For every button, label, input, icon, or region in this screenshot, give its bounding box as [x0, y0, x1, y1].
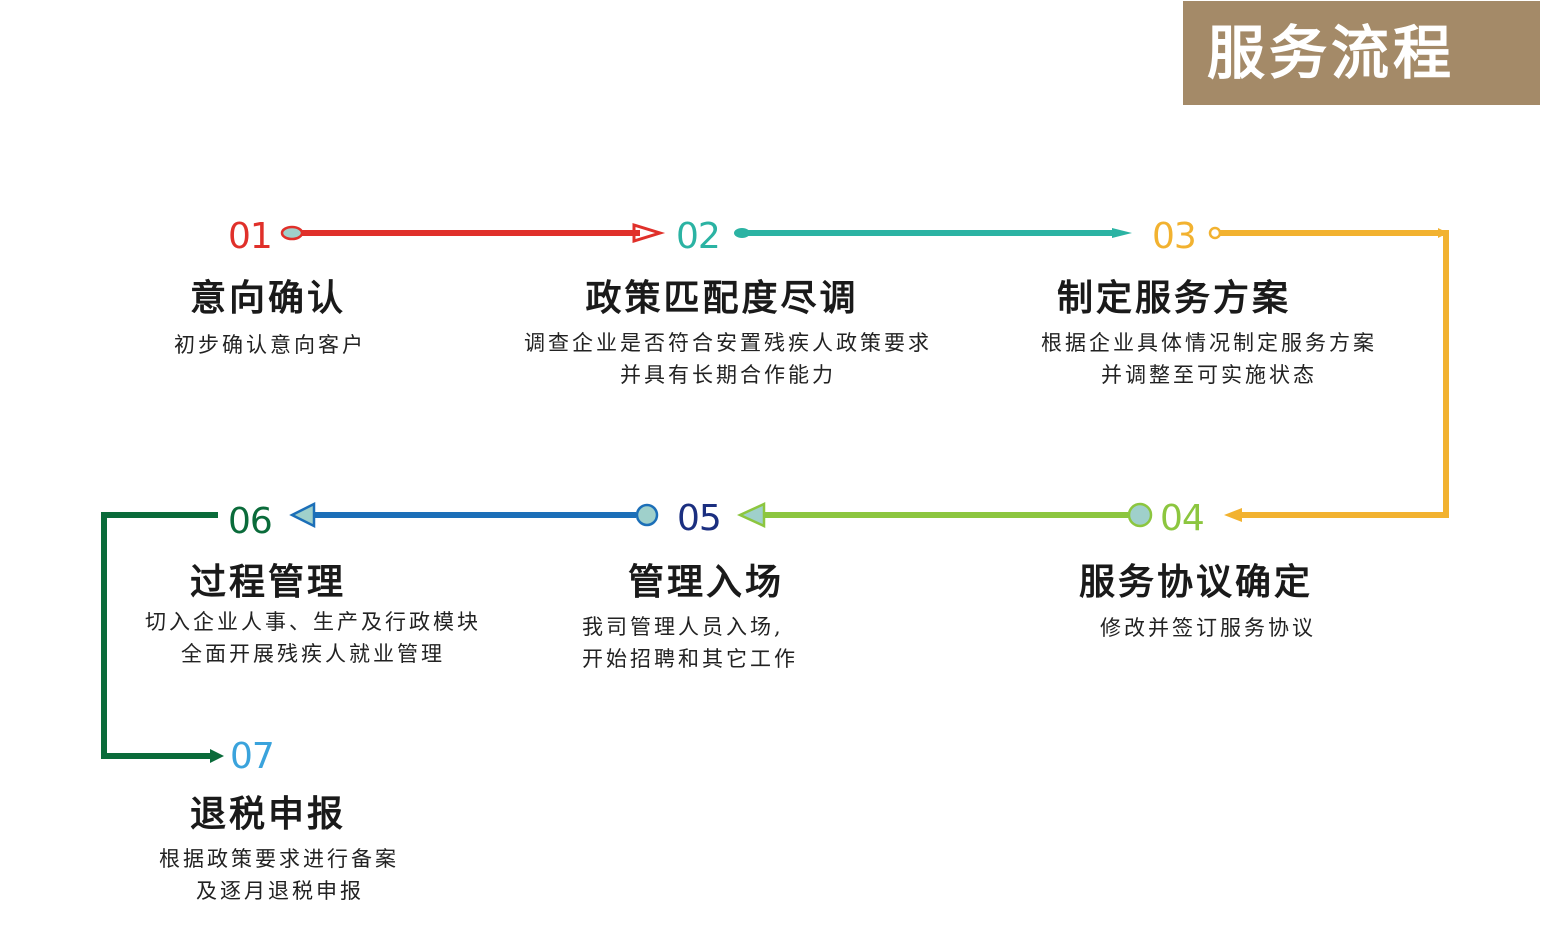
- page-title: 服务流程: [1207, 19, 1456, 87]
- arrow-05-06: [289, 501, 659, 529]
- step-desc-07-line1: 根据政策要求进行备案: [159, 847, 399, 871]
- step-number-06: 06: [228, 501, 273, 542]
- step-title-05: 管理入场: [627, 561, 784, 603]
- step-desc-06-line2: 全面开展残疾人就业管理: [181, 642, 445, 666]
- step-desc-03-line1: 根据企业具体情况制定服务方案: [1041, 331, 1377, 355]
- step-desc-07-line2: 及逐月退税申报: [196, 879, 364, 903]
- step-title-02: 政策匹配度尽调: [585, 277, 859, 319]
- arrow-06-07: [101, 512, 224, 763]
- step-desc-05-line2: 开始招聘和其它工作: [582, 647, 798, 671]
- step-number-01: 01: [228, 216, 273, 257]
- arrow-01-02: [280, 222, 666, 244]
- step-desc-06-line1: 切入企业人事、生产及行政模块: [145, 610, 481, 634]
- step-title-03: 制定服务方案: [1056, 277, 1291, 319]
- step-number-04: 04: [1160, 498, 1205, 539]
- step-desc-02-line2: 并具有长期合作能力: [620, 363, 836, 387]
- step-title-04: 服务协议确定: [1078, 561, 1313, 603]
- step-title-01: 意向确认: [189, 277, 346, 319]
- step-number-05: 05: [677, 498, 722, 539]
- step-desc-02-line1: 调查企业是否符合安置残疾人政策要求: [524, 331, 932, 355]
- step-number-03: 03: [1152, 216, 1197, 257]
- step-desc-03-line2: 并调整至可实施状态: [1101, 363, 1317, 387]
- arrow-02-03: [734, 228, 1132, 238]
- step-number-07: 07: [230, 736, 275, 777]
- step-title-07: 退税申报: [189, 793, 346, 835]
- title-banner: 服务流程: [1183, 1, 1540, 105]
- step-number-02: 02: [676, 216, 721, 257]
- step-desc-01-line1: 初步确认意向客户: [174, 333, 366, 357]
- step-title-06: 过程管理: [189, 561, 346, 603]
- arrow-04-05: [736, 502, 1153, 528]
- step-desc-05-line1: 我司管理人员入场,: [582, 615, 784, 639]
- arrow-03-04: [1208, 226, 1449, 522]
- step-desc-04-line1: 修改并签订服务协议: [1100, 616, 1316, 640]
